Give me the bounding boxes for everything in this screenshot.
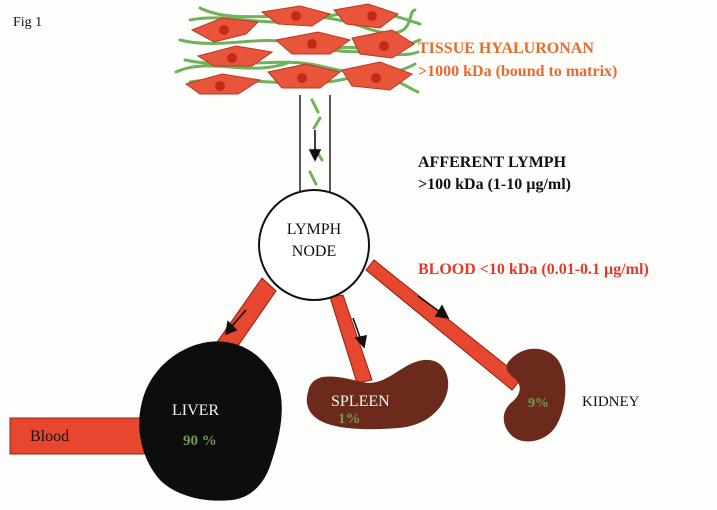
liver-percent: 90 %: [183, 433, 217, 450]
blood-vessel-label: Blood: [30, 428, 69, 446]
tissue-hyaluronan-title: TISSUE HYALURONAN: [418, 40, 594, 58]
kidney-percent: 9%: [528, 396, 549, 412]
kidney-label: KIDNEY: [582, 394, 640, 411]
lymph-node-line1: LYMPH: [258, 219, 370, 241]
lymph-node-line2: NODE: [258, 241, 370, 263]
afferent-lymph-detail: >100 kDa (1-10 µg/ml): [418, 176, 571, 194]
tissue-matrix: [176, 4, 420, 94]
lymph-node-label: LYMPH NODE: [258, 219, 370, 263]
spleen-label: SPLEEN: [331, 393, 390, 411]
afferent-lymph-title: AFFERENT LYMPH: [418, 154, 566, 172]
tissue-hyaluronan-detail: >1000 kDa (bound to matrix): [418, 63, 617, 81]
blood-route-label: BLOOD <10 kDa (0.01-0.1 µg/ml): [418, 261, 649, 279]
liver-label: LIVER: [172, 402, 219, 420]
liver-organ: [139, 341, 282, 500]
spleen-percent: 1%: [338, 411, 361, 428]
figure-label: Fig 1: [13, 15, 42, 31]
